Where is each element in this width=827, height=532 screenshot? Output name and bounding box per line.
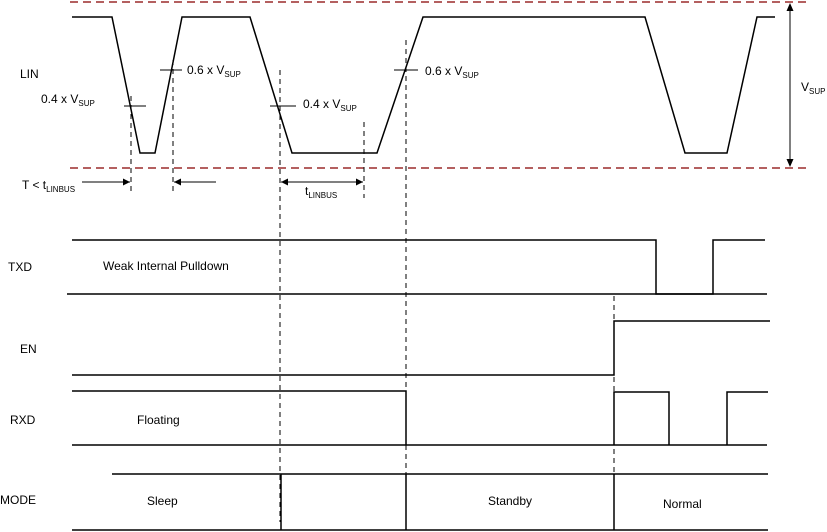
signal-label-en: EN xyxy=(20,342,37,356)
rxd-note: Floating xyxy=(137,413,180,427)
mode-sleep-label: Sleep xyxy=(147,494,178,508)
rxd-waveform xyxy=(72,390,407,445)
arrowhead-icon xyxy=(356,178,363,186)
threshold-label-low-left: 0.4 x VSUP xyxy=(41,92,95,108)
signal-label-mode: MODE xyxy=(0,493,36,507)
lin-waveform xyxy=(72,16,775,154)
signal-label-rxd: RXD xyxy=(10,413,36,427)
vsup-label: VSUP xyxy=(801,80,825,96)
tlinbus-label: tLINBUS xyxy=(305,184,337,200)
rxd-normal-toggle xyxy=(613,391,768,445)
arrowhead-icon xyxy=(786,3,794,11)
arrowhead-icon xyxy=(786,159,794,167)
txd-note: Weak Internal Pulldown xyxy=(103,259,229,273)
arrowhead-icon xyxy=(281,178,288,186)
threshold-label-high-left: 0.6 x VSUP xyxy=(187,63,241,79)
mode-normal-label: Normal xyxy=(663,497,702,511)
signal-label-lin: LIN xyxy=(20,67,39,81)
mode-standby-label: Standby xyxy=(488,494,532,508)
en-waveform xyxy=(72,320,770,376)
signal-label-txd: TXD xyxy=(8,260,32,274)
threshold-label-high-right: 0.6 x VSUP xyxy=(425,64,479,80)
arrowhead-icon xyxy=(123,178,130,186)
short-pulse-label: T < tLINBUS xyxy=(22,178,75,194)
arrowhead-icon xyxy=(174,178,181,186)
threshold-label-low-right: 0.4 x VSUP xyxy=(303,97,357,113)
